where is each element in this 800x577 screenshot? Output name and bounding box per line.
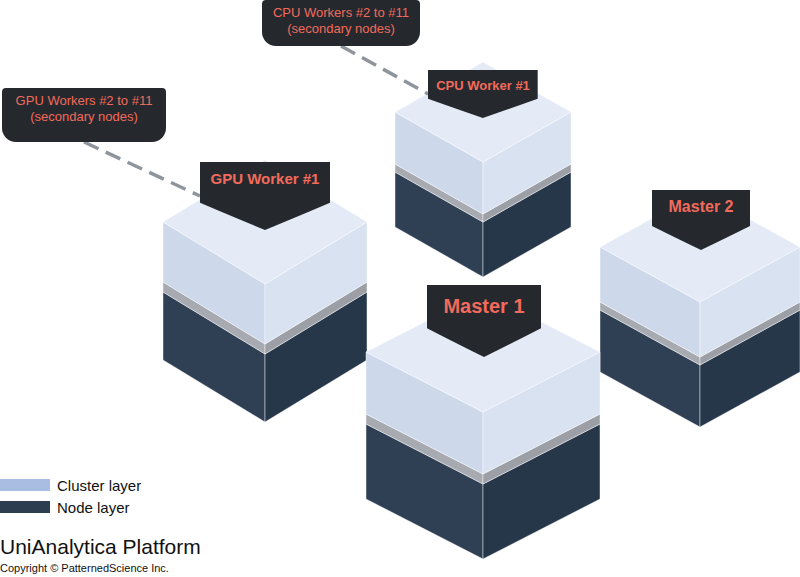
leader-line (341, 46, 428, 94)
node-label: Master 1 (443, 294, 524, 318)
legend-entry: Node layer (0, 499, 130, 515)
diagram-title: UniAnalytica Platform (0, 535, 201, 559)
node-label-tag: CPU Worker #1 (428, 70, 538, 118)
tag-shape (428, 70, 538, 118)
node-label: Master 2 (669, 197, 734, 216)
copyright-caption: Copyright © PatternedScience Inc. (0, 562, 169, 574)
node-label-tag: Master 2 (652, 190, 750, 250)
cluster-layer-top (395, 62, 571, 162)
node-label: GPU Worker #1 (211, 170, 320, 188)
node-label-tag: Master 1 (427, 285, 541, 357)
node-label: GPU Workers #2 to #11 (secondary nodes) (10, 93, 158, 124)
secondary-callout: CPU Workers #2 to #11 (secondary nodes) (262, 0, 420, 46)
node-label: CPU Worker #1 (436, 78, 530, 94)
legend-entry: Cluster layer (0, 477, 141, 493)
node-label: CPU Workers #2 to #11 (secondary nodes) (270, 5, 412, 36)
server-block (163, 160, 367, 422)
legend-label: Cluster layer (57, 477, 141, 494)
cluster-layer-top (163, 160, 367, 284)
secondary-callout: GPU Workers #2 to #11 (secondary nodes) (2, 88, 166, 142)
legend-swatch (0, 501, 50, 513)
server-block (395, 62, 571, 277)
legend-label: Node layer (57, 499, 130, 516)
legend-swatch (0, 479, 50, 491)
node-label-tag: GPU Worker #1 (200, 162, 330, 230)
leader-line (84, 142, 200, 196)
